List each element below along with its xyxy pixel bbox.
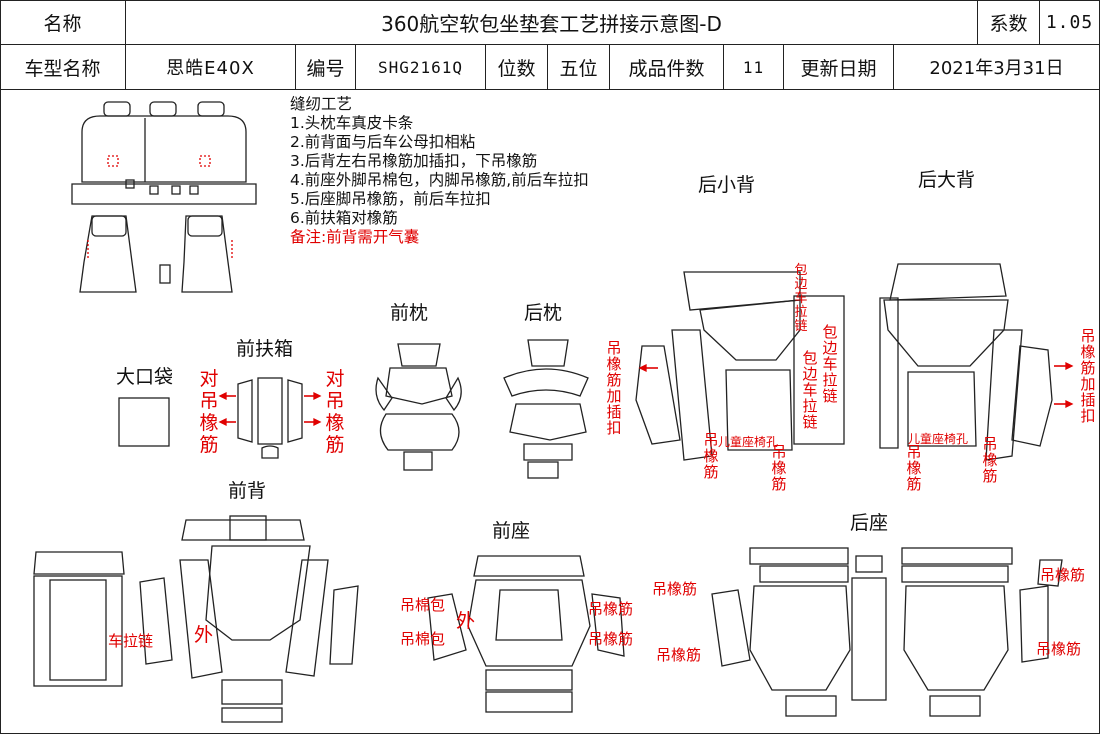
- annotation-zip-wrap-2: 包边车拉链: [822, 323, 838, 405]
- annotation-rear-seat-elastic-2: 吊橡筋: [656, 646, 702, 664]
- annotation-rear-elastic-2: 吊橡筋: [771, 443, 787, 493]
- annotation-child-seat-2: 儿童座椅孔: [908, 432, 969, 446]
- annotation-zip-wrap-3: 包边车拉链: [802, 349, 818, 431]
- annotation-armrest-right: 对吊橡筋: [325, 368, 345, 456]
- section-rear-seat: 后座: [850, 512, 889, 534]
- name-label: 名称: [0, 0, 126, 45]
- annotation-front-seat-elastic-2: 吊橡筋: [588, 630, 634, 648]
- annotation-child-seat-1: 儿童座椅孔: [718, 435, 779, 449]
- section-rear-headrest: 后枕: [524, 302, 563, 324]
- annotation-front-seat-cotton-2: 吊棉包: [400, 630, 446, 648]
- rear-small-back-pieces: [635, 271, 845, 461]
- seats-value: 五位: [548, 45, 610, 90]
- annotation-rear-seat-elastic-3: 吊橡筋: [1040, 566, 1086, 584]
- annotation-rear-elastic-3: 吊橡筋: [906, 443, 922, 493]
- header-table: 名称 360航空软包坐垫套工艺拼接示意图-D 系数 1.05 车型名称 思皓E4…: [0, 0, 1100, 90]
- annotation-rear-seat-elastic-1: 吊橡筋: [652, 580, 698, 598]
- instruction-step: 6.前扶箱对橡筋: [290, 209, 398, 227]
- annotation-front-seat-cotton-1: 吊棉包: [400, 596, 446, 614]
- front-seats-thumbnail: [79, 215, 233, 293]
- annotation-rear-elastic-4: 吊橡筋: [982, 435, 998, 485]
- rear-seat-thumbnail: [71, 101, 257, 205]
- annotation-front-back-zip: 车拉链: [108, 632, 154, 650]
- annotation-armrest-left: 对吊橡筋: [199, 368, 219, 456]
- update-label: 更新日期: [784, 45, 894, 90]
- code-label: 编号: [296, 45, 356, 90]
- sheet-title: 360航空软包坐垫套工艺拼接示意图-D: [126, 0, 978, 45]
- sewing-instructions: 缝纫工艺 1.头枕车真皮卡条 2.前背面与后车公母扣相粘 3.后背左右吊橡筋加插…: [290, 95, 589, 247]
- section-front-headrest: 前枕: [390, 302, 429, 324]
- section-front-armrest: 前扶箱: [236, 338, 294, 360]
- rear-headrest-pieces: [503, 339, 589, 479]
- section-big-pocket: 大口袋: [116, 366, 174, 388]
- annotation-rear-seat-elastic-4: 吊橡筋: [1036, 640, 1082, 658]
- pieces-value: 11: [724, 45, 784, 90]
- instruction-step: 3.后背左右吊橡筋加插扣，下吊橡筋: [290, 152, 538, 170]
- section-rear-big-back: 后大背: [918, 169, 976, 191]
- seats-label: 位数: [486, 45, 548, 90]
- annotation-front-seat-elastic-1: 吊橡筋: [588, 600, 634, 618]
- section-front-back: 前背: [228, 480, 267, 502]
- rear-big-back-pieces: [879, 263, 1074, 461]
- model-label: 车型名称: [0, 45, 126, 90]
- code-value: SHG2161Q: [356, 45, 486, 90]
- big-pocket-piece: [118, 397, 170, 447]
- section-front-seat: 前座: [492, 520, 531, 542]
- pieces-label: 成品件数: [610, 45, 724, 90]
- section-rear-small-back: 后小背: [698, 174, 756, 196]
- instruction-step: 1.头枕车真皮卡条: [290, 114, 414, 132]
- front-headrest-pieces: [375, 343, 462, 471]
- instructions-heading: 缝纫工艺: [290, 95, 353, 113]
- instruction-note: 备注:前背需开气囊: [290, 228, 420, 246]
- front-seat-pieces: [427, 555, 625, 713]
- front-armrest-pieces: [218, 377, 322, 459]
- instruction-step: 4.前座外脚吊棉包，内脚吊橡筋,前后车拉扣: [290, 171, 589, 189]
- annotation-front-back-out: 外: [194, 624, 214, 646]
- rear-seat-pieces: [711, 547, 1063, 717]
- model-value: 思皓E40X: [126, 45, 296, 90]
- instruction-step: 5.后座脚吊橡筋，前后车拉扣: [290, 190, 491, 208]
- annotation-rear-back-right: 吊橡筋加插扣: [1080, 327, 1096, 425]
- coef-label: 系数: [978, 0, 1040, 45]
- annotation-front-seat-out: 外: [456, 610, 476, 632]
- front-back-pieces: [33, 515, 359, 723]
- instruction-step: 2.前背面与后车公母扣相粘: [290, 133, 476, 151]
- annotation-zip-wrap-1: 包边车拉链: [794, 263, 808, 334]
- annotation-rear-elastic-1: 吊橡筋: [703, 431, 719, 481]
- annotation-rear-back-left: 吊橡筋加插扣: [606, 339, 622, 437]
